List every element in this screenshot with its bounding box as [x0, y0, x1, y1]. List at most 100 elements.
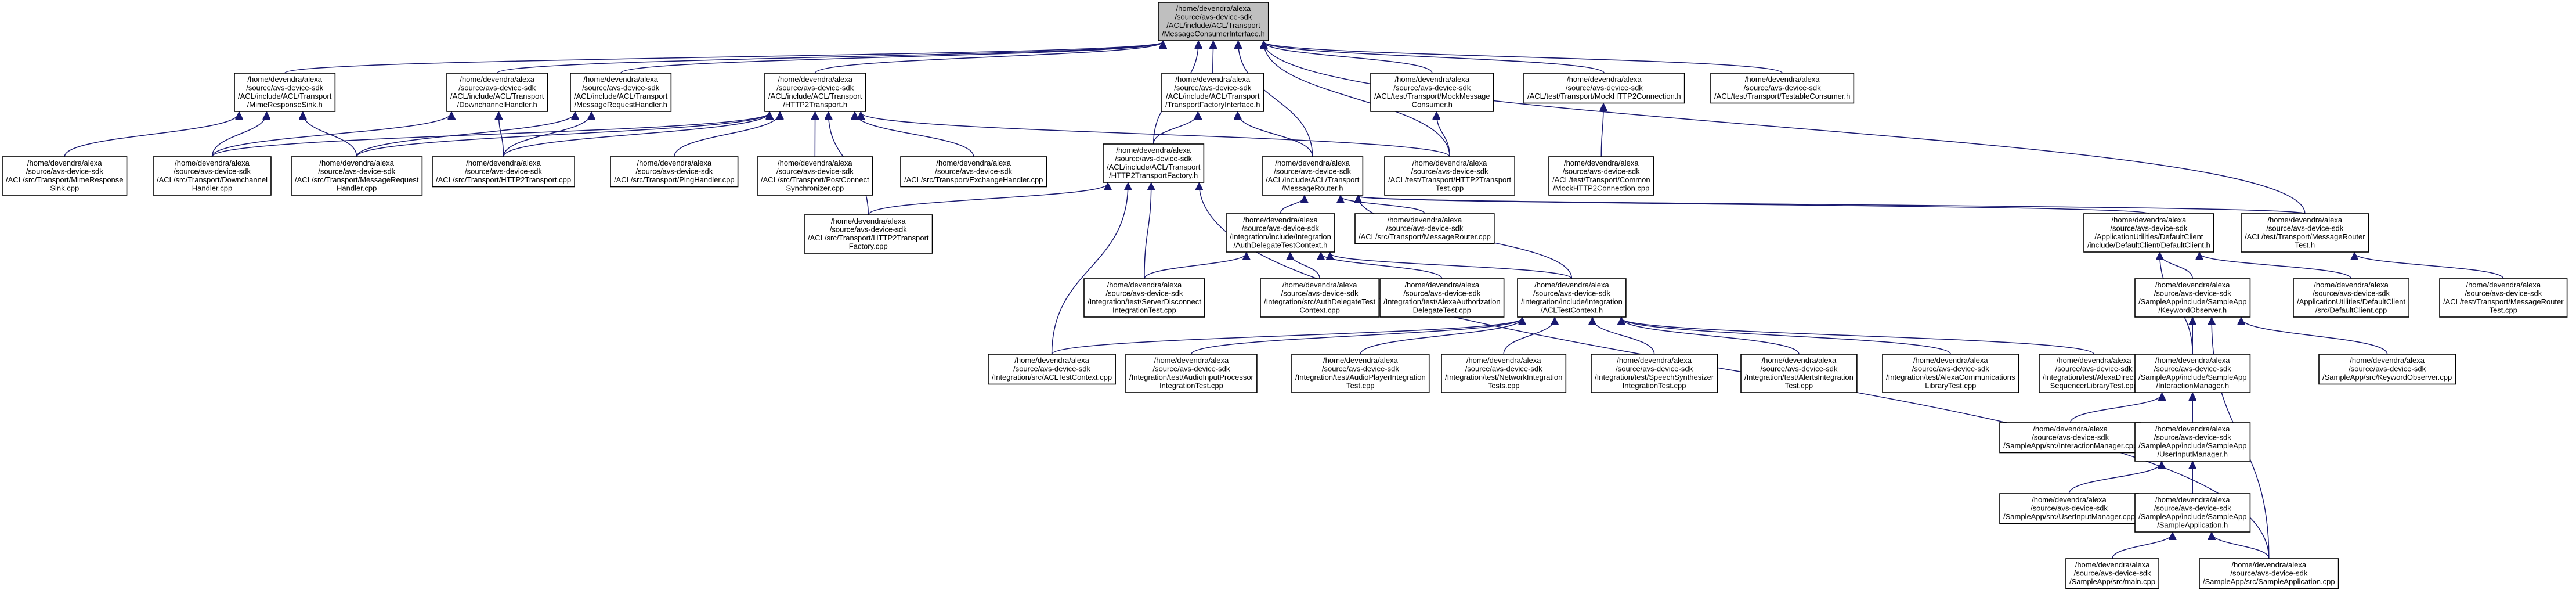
node-label-line: /SampleApp/include/SampleApp [2138, 297, 2246, 306]
file-node[interactable]: /home/devendra/alexa/source/avs-device-s… [1262, 156, 1364, 196]
file-node[interactable]: /home/devendra/alexa/source/avs-device-s… [1882, 354, 2019, 393]
file-node[interactable]: /home/devendra/alexa/source/avs-device-s… [757, 156, 873, 196]
file-node[interactable]: /home/devendra/alexa/source/avs-device-s… [988, 354, 1116, 385]
file-node[interactable]: /home/devendra/alexa/source/avs-device-s… [1441, 354, 1567, 393]
file-node[interactable]: /home/devendra/alexa/source/avs-device-s… [153, 156, 272, 196]
file-node[interactable]: /home/devendra/alexa/source/avs-device-s… [2439, 278, 2568, 318]
file-node[interactable]: /home/devendra/alexa/source/avs-device-s… [1370, 73, 1494, 112]
node-label-line: /source/avs-device-sdk [1242, 224, 1319, 233]
dependency-edge [1280, 196, 1304, 214]
node-label-line: /Integration/test/NetworkIntegration [1445, 373, 1562, 382]
file-node[interactable]: /home/devendra/alexa/source/avs-device-s… [2083, 213, 2214, 253]
node-label-line: /source/avs-device-sdk [318, 167, 395, 176]
file-node[interactable]: /home/devendra/alexa/source/avs-device-s… [610, 156, 739, 188]
file-node[interactable]: /home/devendra/alexa/source/avs-device-s… [2199, 558, 2339, 589]
file-node[interactable]: /home/devendra/alexa/source/avs-device-s… [1591, 354, 1718, 393]
node-label-line: /home/devendra/alexa [1175, 75, 1250, 84]
node-label-line: /home/devendra/alexa [1913, 356, 1988, 365]
file-node[interactable]: /home/devendra/alexa/source/avs-device-s… [1354, 213, 1495, 244]
file-node[interactable]: /home/devendra/alexa/source/avs-device-s… [2134, 493, 2251, 533]
edges-layer [64, 42, 2504, 559]
file-node[interactable]: /home/devendra/alexa/source/avs-device-s… [570, 73, 672, 112]
file-node[interactable]: /home/devendra/alexa/source/avs-device-s… [804, 214, 933, 254]
file-node[interactable]: /home/devendra/alexa/source/avs-device-s… [1999, 493, 2139, 524]
node-label-line: /home/devendra/alexa [175, 159, 250, 167]
node-label-line: /KeywordObserver.h [2158, 306, 2227, 315]
file-node[interactable]: /home/devendra/alexa/source/avs-device-s… [1384, 156, 1515, 196]
node-label-line: /source/avs-device-sdk [2032, 433, 2109, 442]
file-node[interactable]: /home/devendra/alexa/source/avs-device-s… [2318, 354, 2456, 385]
node-label-line: /home/devendra/alexa [319, 159, 394, 167]
node-box [2083, 213, 2214, 253]
node-box [1548, 156, 1654, 196]
node-label-line: /source/avs-device-sdk [1563, 167, 1640, 176]
file-node[interactable]: /home/devendra/alexa/source/avs-device-s… [2, 156, 128, 196]
node-label-line: /ACL/test/Transport/Common [1552, 175, 1650, 184]
file-node[interactable]: /home/devendra/alexa/source/avs-device-s… [1999, 422, 2142, 454]
file-node[interactable]: /home/devendra/alexa/source/avs-device-s… [1125, 354, 1258, 393]
file-node[interactable]: /home/devendra/alexa/source/avs-device-s… [446, 73, 548, 112]
file-node[interactable]: /home/devendra/alexa/source/avs-device-s… [1379, 278, 1505, 318]
node-label-line: /source/avs-device-sdk [2110, 224, 2187, 233]
file-node[interactable]: /home/devendra/alexa/source/avs-device-s… [1548, 156, 1654, 196]
dependency-edge [1621, 318, 2094, 355]
file-node[interactable]: /home/devendra/alexa/source/avs-device-s… [1161, 73, 1264, 112]
node-label-line: /home/devendra/alexa [1154, 356, 1229, 365]
dependency-edge [1051, 184, 1128, 355]
node-box [570, 73, 672, 112]
node-label-line: /MessageRouter.h [1282, 184, 1343, 193]
file-node[interactable]: /home/devendra/alexa/source/avs-device-s… [1260, 278, 1380, 318]
node-label-line: /home/devendra/alexa [2350, 356, 2425, 365]
file-node[interactable]: /home/devendra/alexa/source/avs-device-s… [764, 73, 866, 112]
node-box [1740, 354, 1858, 393]
node-label-line: /home/devendra/alexa [1466, 356, 1541, 365]
file-node[interactable]: /home/devendra/alexa/source/avs-device-s… [1291, 354, 1430, 393]
dependency-edge [1503, 318, 1555, 355]
node-box [2039, 354, 2149, 393]
node-label-line: /source/avs-device-sdk [1115, 154, 1192, 163]
node-box [804, 214, 933, 254]
file-node[interactable]: /home/devendra/alexa/source/avs-device-s… [2134, 354, 2251, 393]
file-node[interactable]: /home/devendra/alexa/source/avs-device-s… [234, 73, 336, 112]
dependency-edge [1264, 42, 1605, 74]
file-node[interactable]: /home/devendra/alexa/source/avs-device-s… [1523, 73, 1685, 104]
node-label-line: /src/DefaultClient.cpp [2315, 306, 2387, 315]
node-label-line: /source/avs-device-sdk [1281, 289, 1359, 298]
node-label-line: /ACL/src/Transport/MessageRouter.cpp [1359, 232, 1491, 241]
file-node[interactable]: /home/devendra/alexa/source/avs-device-s… [2293, 278, 2409, 318]
node-label-line: /ACL/include/ACL/Transport [238, 92, 332, 100]
node-label-line: /SampleApplication.h [2157, 521, 2228, 530]
node-label-line: /Integration/include/Integration [1230, 232, 1331, 241]
file-node[interactable]: /home/devendra/alexa/source/avs-device-s… [2039, 354, 2149, 393]
dependency-edge [356, 113, 769, 157]
file-node[interactable]: /home/devendra/alexa/source/avs-device-s… [1740, 354, 1858, 393]
node-label-line: /source/avs-device-sdk [2266, 224, 2343, 233]
node-box [764, 73, 866, 112]
node-label-line: /home/devendra/alexa [831, 217, 906, 225]
file-node[interactable]: /home/devendra/alexa/source/avs-device-s… [2065, 558, 2159, 589]
node-label-line: /home/devendra/alexa [1394, 75, 1469, 84]
node-label-line: /SampleApp/src/main.cpp [2069, 577, 2155, 586]
file-node[interactable]: /home/devendra/alexa/source/avs-device-s… [2134, 422, 2251, 462]
file-node[interactable]: /home/devendra/alexa/source/avs-device-s… [2241, 213, 2369, 253]
dependency-edge [1436, 113, 1450, 157]
file-node[interactable]: /home/devendra/alexa/source/avs-device-s… [1710, 73, 1855, 104]
node-label-line: /source/avs-device-sdk [1175, 13, 1252, 21]
file-node[interactable]: /home/devendra/alexa/source/avs-device-s… [1517, 278, 1627, 318]
file-node[interactable]: /home/devendra/alexa/source/avs-device-s… [432, 156, 575, 188]
file-node[interactable]: /home/devendra/alexa/source/avs-device-s… [900, 156, 1047, 188]
node-box [1882, 354, 2019, 393]
file-node[interactable]: /home/devendra/alexa/source/avs-device-s… [1226, 213, 1335, 253]
node-label-line: /ACL/include/ACL/Transport [1166, 21, 1260, 30]
file-node[interactable]: /home/devendra/alexa/source/avs-device-s… [1103, 143, 1205, 183]
file-node[interactable]: /home/devendra/alexa/source/avs-device-s… [2134, 278, 2251, 318]
node-label-line: /home/devendra/alexa [2155, 495, 2230, 504]
node-label-line: /UserInputManager.h [2158, 450, 2228, 459]
file-node[interactable]: /home/devendra/alexa/source/avs-device-s… [291, 156, 423, 196]
node-box [1291, 354, 1430, 393]
node-box [1262, 156, 1364, 196]
node-label-line: /ACL/src/Transport/PostConnect [761, 175, 869, 184]
root-file-node[interactable]: /home/devendra/alexa/source/avs-device-s… [1158, 2, 1269, 41]
file-node[interactable]: /home/devendra/alexa/source/avs-device-s… [1083, 278, 1205, 318]
